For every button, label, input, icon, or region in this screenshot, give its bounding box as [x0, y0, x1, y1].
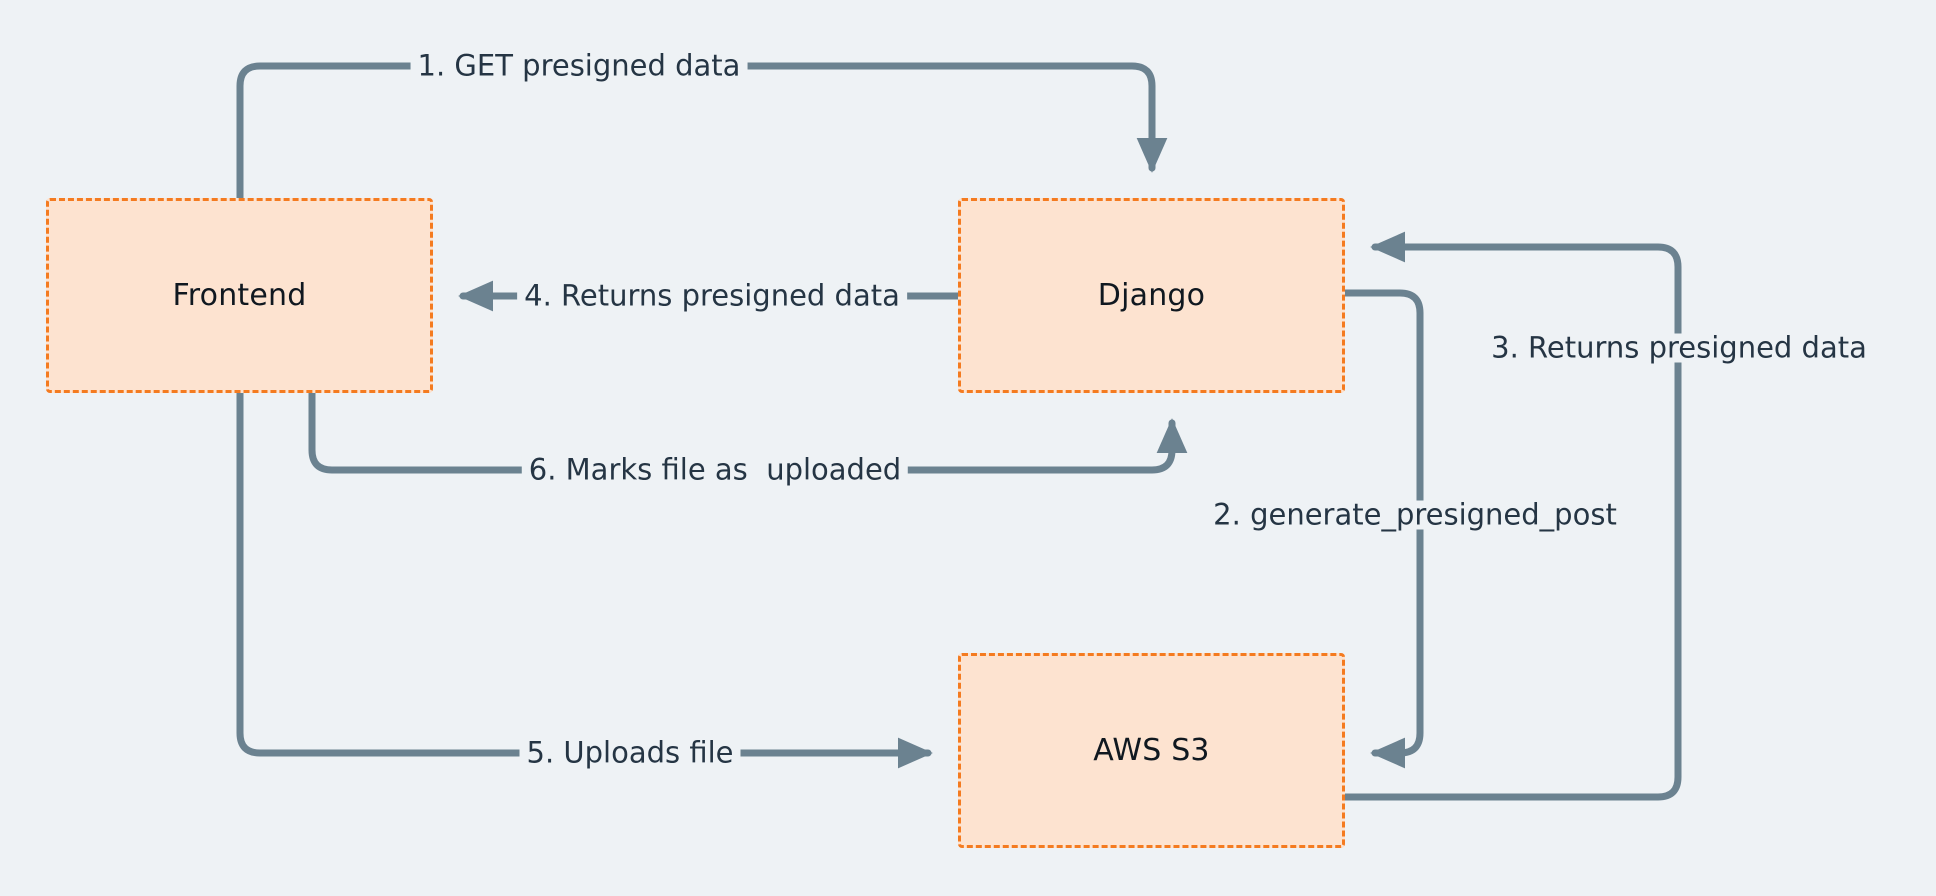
edge-label-2: 2. generate_presigned_post: [1206, 500, 1624, 530]
node-aws-s3-label: AWS S3: [1093, 733, 1210, 768]
edge-path-3: [1341, 231, 1682, 801]
node-frontend[interactable]: Frontend: [46, 198, 433, 393]
node-aws-s3[interactable]: AWS S3: [958, 653, 1345, 848]
node-frontend-label: Frontend: [172, 278, 307, 313]
edge-label-5: 5. Uploads file: [519, 738, 741, 768]
edge-label-6: 6. Marks file as uploaded: [521, 455, 909, 485]
edge-label-1: 1. GET presigned data: [410, 51, 748, 81]
edge-label-3: 3. Returns presigned data: [1484, 333, 1874, 363]
edge-path-1: [236, 62, 1168, 202]
edge-path-5: [236, 389, 933, 769]
node-django-label: Django: [1097, 278, 1206, 313]
edge-label-4: 4. Returns presigned data: [517, 281, 907, 311]
node-django[interactable]: Django: [958, 198, 1345, 393]
